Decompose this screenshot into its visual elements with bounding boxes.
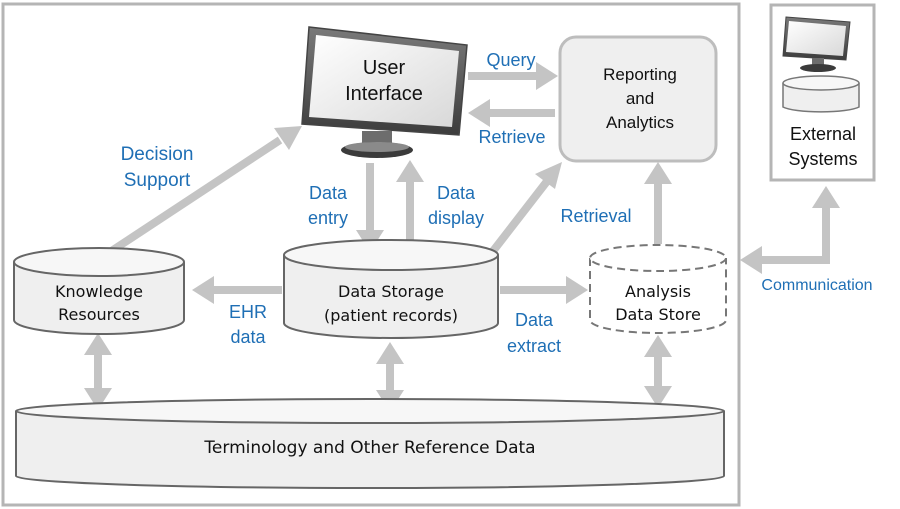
external-systems-label-line1: External	[790, 124, 856, 144]
decision-support-label-line2: Support	[124, 170, 191, 191]
decision-support-label-line1: Decision	[121, 144, 194, 165]
reporting-label-line2: and	[626, 89, 654, 108]
ehr-data-arrow	[192, 276, 282, 304]
data-extract-label-line2: extract	[507, 336, 561, 356]
knowledge-label-line1: Knowledge	[55, 282, 143, 301]
data-entry-label-line1: Data	[309, 183, 348, 203]
knowledge-resources-cylinder: Knowledge Resources	[13, 247, 185, 335]
user-interface-monitor: User Interface	[301, 26, 468, 158]
data-display-label-line2: display	[428, 208, 484, 228]
ehr-data-label-line2: data	[230, 327, 266, 347]
user-interface-label-line2: Interface	[345, 83, 423, 105]
data-entry-arrow	[356, 163, 384, 252]
query-label: Query	[486, 50, 535, 70]
terminology-cylinder: Terminology and Other Reference Data	[15, 398, 725, 489]
communication-arrow	[740, 186, 840, 274]
data-display-arrow	[396, 160, 424, 244]
query-arrow	[468, 62, 558, 90]
analysis-data-store-cylinder: Analysis Data Store	[589, 244, 727, 334]
retrieval-arrow	[644, 162, 672, 244]
data-storage-label-line1: Data Storage	[338, 282, 444, 301]
reporting-label-line3: Analytics	[606, 113, 674, 132]
reporting-label-line1: Reporting	[603, 65, 677, 84]
external-systems-label-line2: Systems	[788, 149, 857, 169]
user-interface-label-line1: User	[363, 57, 406, 79]
data-extract-arrow	[500, 276, 588, 304]
data-entry-label-line2: entry	[308, 208, 348, 228]
retrieve-label: Retrieve	[478, 127, 545, 147]
knowledge-terminology-arrow	[84, 333, 112, 410]
data-display-label-line1: Data	[437, 183, 476, 203]
analysis-label-line2: Data Store	[615, 305, 701, 324]
main-system-frame	[1, 2, 741, 507]
data-extract-label-line1: Data	[515, 310, 554, 330]
data-storage-cylinder: Data Storage (patient records)	[283, 239, 499, 339]
knowledge-label-line2: Resources	[58, 305, 140, 324]
external-systems-frame	[769, 3, 876, 182]
terminology-label: Terminology and Other Reference Data	[203, 438, 535, 458]
retrieval-label: Retrieval	[560, 206, 631, 226]
decision-support-arrow	[107, 126, 302, 256]
storage-to-reporting-arrow	[486, 162, 562, 258]
external-systems-icon	[782, 16, 860, 113]
communication-label: Communication	[761, 277, 872, 294]
retrieve-arrow	[468, 99, 555, 127]
analysis-label-line1: Analysis	[625, 282, 691, 301]
analysis-terminology-arrow	[644, 335, 672, 408]
reporting-analytics-box: Reporting and Analytics	[558, 35, 718, 163]
ehr-data-label-line1: EHR	[229, 302, 267, 322]
data-storage-label-line2: (patient records)	[324, 306, 458, 325]
